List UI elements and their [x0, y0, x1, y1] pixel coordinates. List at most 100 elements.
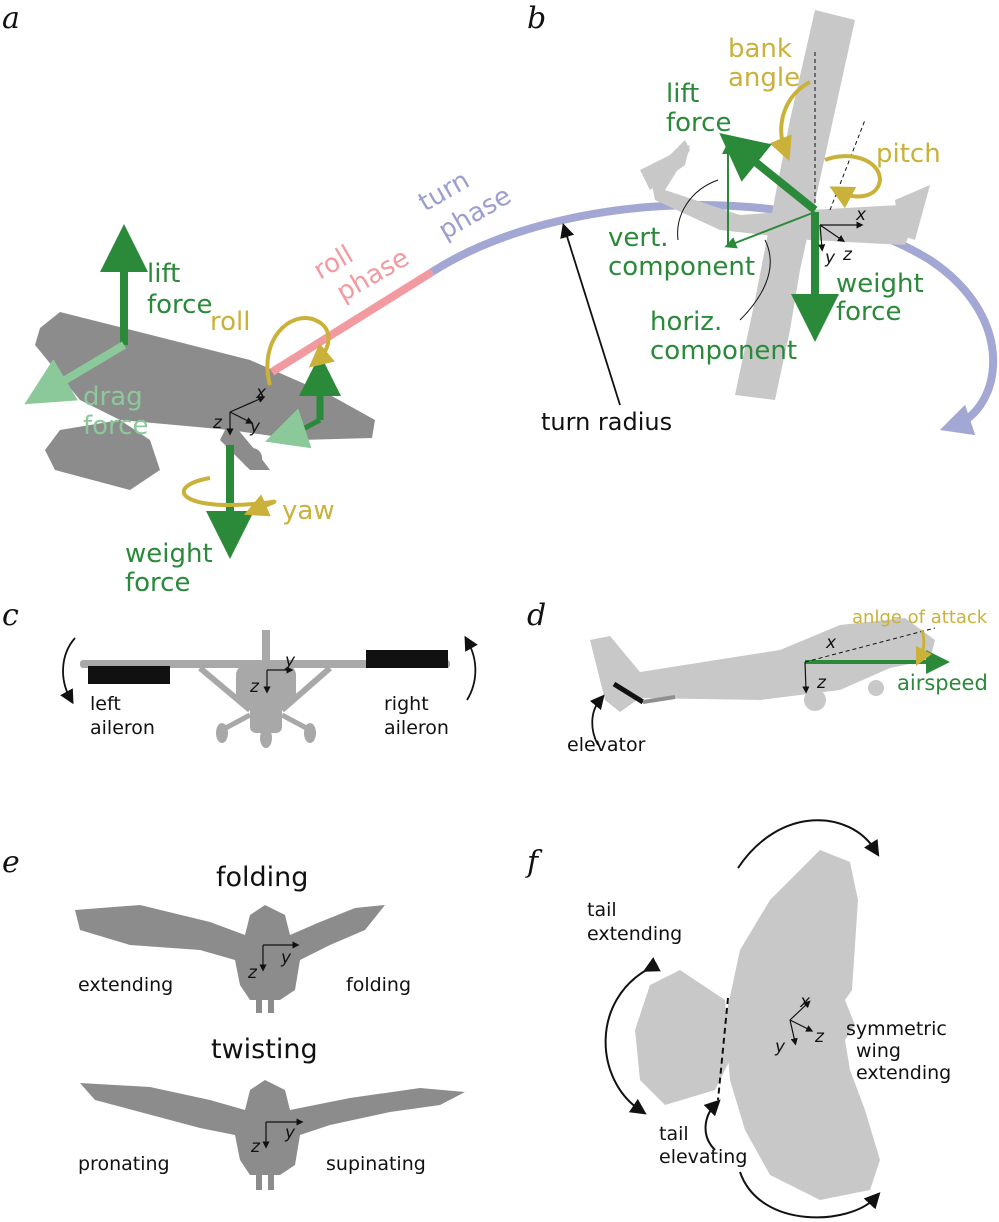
elevator-label: elevator — [567, 734, 646, 756]
tail-extending-label-line2: extending — [587, 923, 682, 945]
vert-component-leader — [677, 179, 719, 241]
bank-angle-label-line1: bank — [728, 34, 792, 64]
yaw-label: yaw — [282, 496, 335, 526]
supinating-label: supinating — [326, 1153, 426, 1175]
tail-elevating-label-line1: tail — [659, 1123, 689, 1145]
body-z-axis-d — [802, 661, 810, 694]
weight-force-label-b-line2: force — [836, 297, 901, 327]
turn-radius-arrow — [560, 223, 621, 406]
lift-force-label-a-line1: lift — [147, 259, 180, 289]
bird-twisting-silhouette — [80, 1080, 465, 1190]
pitch-rotation-arrow — [824, 154, 883, 209]
roll-rotation-arrow — [265, 316, 335, 386]
wing-extend-arrow-top — [737, 819, 880, 869]
axis-z-d: z — [816, 673, 827, 693]
right-aileron-arrow — [464, 635, 478, 701]
elevator-arrow — [589, 694, 605, 746]
bank-angle-arrow — [769, 80, 811, 162]
body-axes-e2 — [262, 1118, 304, 1149]
vert-component-label-line1: vert. — [608, 223, 669, 253]
axis-y-c: y — [284, 651, 296, 671]
angle-of-attack-arc — [915, 629, 933, 667]
right-aileron-label-line1: right — [384, 693, 429, 715]
axis-x-b: x — [855, 205, 867, 225]
drag-force-label-line1: drag — [83, 382, 143, 412]
weight-force-label-b-line1: weight — [836, 269, 924, 299]
vert-component-label-line2: component — [608, 252, 755, 282]
tail-elevating-label-line2: elevating — [659, 1146, 747, 1168]
tail-hinge-line — [717, 997, 729, 1101]
axis-z-c: z — [249, 677, 260, 697]
tail-extending-label-line1: tail — [587, 899, 617, 921]
airplane-front-silhouette-c — [80, 630, 450, 748]
body-axes-c — [263, 666, 294, 694]
lift-force-label-b-line1: lift — [666, 79, 699, 109]
pitch-label: pitch — [876, 139, 941, 169]
weight-force-label-a-line2: force — [125, 568, 190, 598]
horiz-component-leader — [739, 239, 771, 321]
right-aileron — [366, 650, 448, 668]
tail-extend-arrow — [604, 957, 661, 1115]
airplane-side-silhouette-d — [590, 618, 935, 712]
left-aileron — [88, 666, 170, 684]
right-aileron-label-line2: aileron — [384, 717, 449, 739]
lift-force-label-b-line2: force — [666, 108, 731, 138]
panel-label-d: d — [527, 598, 546, 633]
horiz-component-label-line1: horiz. — [650, 307, 722, 337]
left-aileron-label-line2: aileron — [90, 717, 155, 739]
roll-label: roll — [210, 307, 250, 337]
pronating-label: pronating — [78, 1153, 170, 1175]
elevator-hinge — [642, 695, 676, 704]
panel-label-e: e — [2, 845, 20, 880]
symmetric-wing-label-line3: extending — [856, 1062, 951, 1084]
body-x-axis-d — [804, 627, 936, 663]
axis-z-a: z — [212, 413, 223, 433]
elevator-surface — [612, 681, 645, 705]
panel-label-c: c — [2, 598, 19, 633]
turn-radius-label: turn radius — [541, 408, 672, 436]
wing-extend-arrow-bottom — [739, 1171, 881, 1219]
panel-label-f: f — [525, 845, 543, 880]
lift-force-label-a-line2: force — [147, 290, 212, 320]
yaw-rotation-arrow — [181, 476, 277, 517]
axis-y-b: y — [824, 248, 836, 268]
symmetric-wing-label-line2: wing — [856, 1040, 901, 1062]
axis-z-b: z — [842, 245, 853, 265]
axis-z-f: z — [814, 1027, 825, 1047]
tail-elevate-arrow — [703, 1099, 721, 1151]
angle-of-attack-label: anlge of attack — [852, 607, 988, 628]
axis-z-e2: z — [250, 1137, 261, 1157]
weight-force-label-a-line1: weight — [125, 539, 213, 569]
left-aileron-label-line1: left — [90, 693, 121, 715]
panel-label-a: a — [2, 1, 20, 36]
axis-y-f: y — [774, 1037, 786, 1057]
horizontal-component-arrow — [724, 211, 816, 249]
axis-x-d: x — [825, 633, 837, 653]
twisting-title: twisting — [211, 1034, 318, 1065]
extending-label: extending — [78, 974, 173, 996]
body-axes-f — [789, 1000, 814, 1046]
bird-folding-silhouette — [75, 905, 385, 1013]
symmetric-wing-label-line1: symmetric — [846, 1018, 947, 1040]
roll-phase-path — [269, 268, 435, 376]
airspeed-label: airspeed — [897, 671, 988, 695]
body-axes-a — [226, 396, 266, 436]
axis-y-e1: y — [280, 948, 292, 968]
axis-x-a: x — [255, 383, 267, 403]
horiz-component-label-line2: component — [650, 336, 797, 366]
body-axes-b — [818, 221, 864, 252]
axis-y-a: y — [249, 417, 261, 437]
folding-label: folding — [346, 974, 411, 996]
lift-force-arrow-b — [719, 132, 818, 214]
panel-label-b: b — [527, 1, 546, 36]
folding-title: folding — [216, 862, 308, 893]
drag-force-label-line2: force — [83, 411, 148, 441]
axis-x-f: x — [799, 992, 811, 1012]
axis-z-e1: z — [247, 963, 258, 983]
airplane-silhouette-b — [640, 10, 930, 400]
left-aileron-arrow — [60, 637, 76, 705]
bank-angle-label-line2: angle — [728, 63, 800, 93]
body-axes-e1 — [259, 941, 300, 972]
axis-y-e2: y — [284, 1123, 296, 1143]
